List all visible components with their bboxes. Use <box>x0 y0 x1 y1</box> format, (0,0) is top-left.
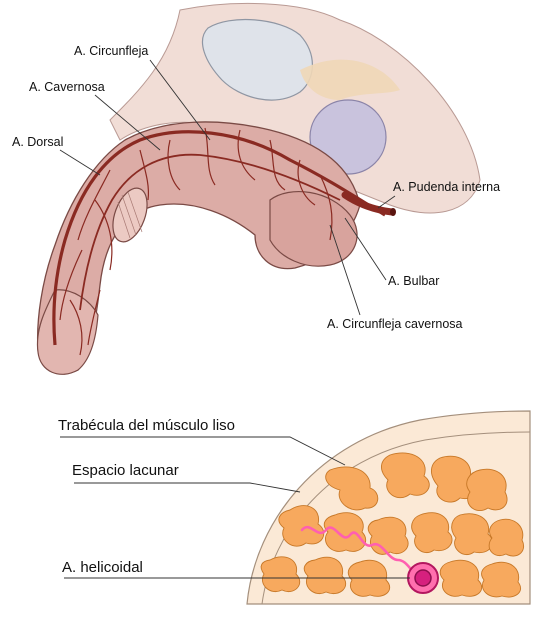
label-cavernosa: A. Cavernosa <box>29 80 105 94</box>
penile-vasculature-diagram: A. Circunfleja A. Cavernosa A. Dorsal A.… <box>12 3 500 374</box>
leader-espacio-lacunar <box>74 483 300 492</box>
helicine-artery-lumen <box>415 570 431 586</box>
label-espacio-lacunar: Espacio lacunar <box>72 462 179 479</box>
label-trabecula: Trabécula del músculo liso <box>58 417 235 434</box>
label-helicoidal: A. helicoidal <box>62 559 143 576</box>
label-circunfleja: A. Circunfleja <box>74 44 148 58</box>
label-pudenda-interna: A. Pudenda interna <box>393 180 500 194</box>
corpus-cavernosum-cross-section: Trabécula del músculo liso Espacio lacun… <box>58 411 530 604</box>
leader-dorsal <box>60 150 100 175</box>
label-dorsal: A. Dorsal <box>12 135 63 149</box>
leader-trabecula <box>60 437 345 465</box>
label-bulbar: A. Bulbar <box>388 274 439 288</box>
internal-pudendal-stump <box>390 208 396 216</box>
label-circunfleja-cavernosa: A. Circunfleja cavernosa <box>327 317 463 331</box>
